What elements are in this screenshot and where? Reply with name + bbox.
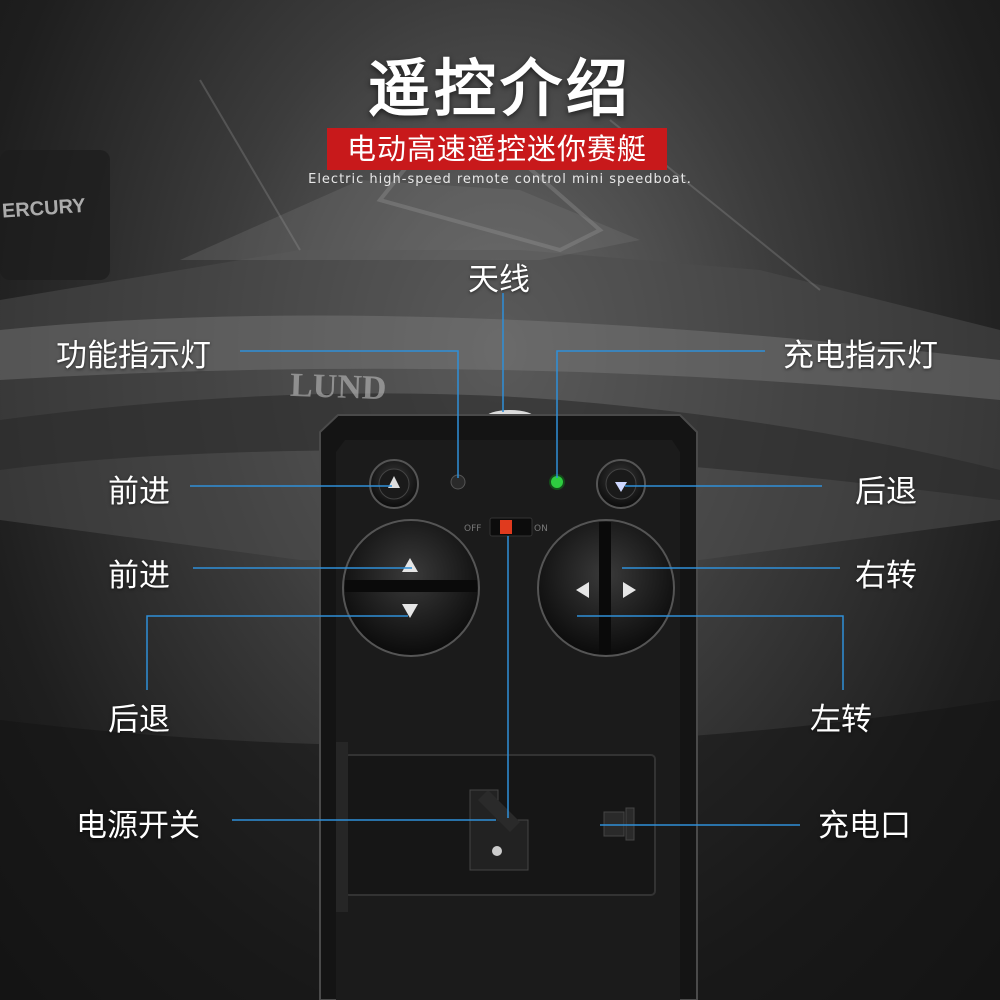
product-name-banner: 电动高速遥控迷你赛艇	[327, 128, 667, 170]
backward-button[interactable]	[402, 604, 418, 618]
forward-top-label: 前进	[108, 474, 170, 510]
turn-right-button[interactable]	[623, 582, 636, 598]
function-indicator-label: 功能指示灯	[56, 338, 211, 374]
forward-small-button[interactable]	[369, 459, 419, 509]
product-english-subtitle: Electric high-speed remote control mini …	[308, 172, 692, 187]
callout-lines	[146, 293, 844, 826]
backward-top-label: 后退	[855, 474, 917, 510]
switch-off-mark: OFF	[464, 524, 481, 534]
power-slide-switch[interactable]: OFF ON	[464, 517, 548, 537]
backward-label: 后退	[108, 702, 170, 738]
charge-port-label: 充电口	[818, 808, 911, 844]
charge-port[interactable]	[603, 807, 635, 841]
backward-small-button[interactable]	[596, 459, 646, 509]
throttle-pad[interactable]	[342, 519, 480, 657]
turn-right-label: 右转	[855, 558, 917, 594]
screw-icon	[492, 846, 502, 856]
charge-indicator-label: 充电指示灯	[783, 338, 938, 374]
switch-knob[interactable]	[500, 520, 512, 534]
lund-brand-text: LUND	[289, 367, 387, 407]
down-arrow-icon	[402, 604, 418, 618]
down-arrow-icon	[615, 482, 627, 492]
left-arrow-icon	[576, 582, 589, 598]
steering-pad[interactable]	[537, 519, 675, 657]
up-arrow-icon	[388, 476, 400, 488]
power-switch-label: 电源开关	[76, 808, 200, 844]
turn-left-button[interactable]	[576, 582, 589, 598]
page-title: 遥控介绍	[367, 52, 632, 125]
turn-left-label: 左转	[810, 702, 872, 738]
forward-label: 前进	[108, 558, 170, 594]
antenna-label: 天线	[468, 262, 530, 298]
right-arrow-icon	[623, 582, 636, 598]
switch-on-mark: ON	[534, 524, 548, 534]
cover-latch[interactable]	[469, 789, 529, 871]
